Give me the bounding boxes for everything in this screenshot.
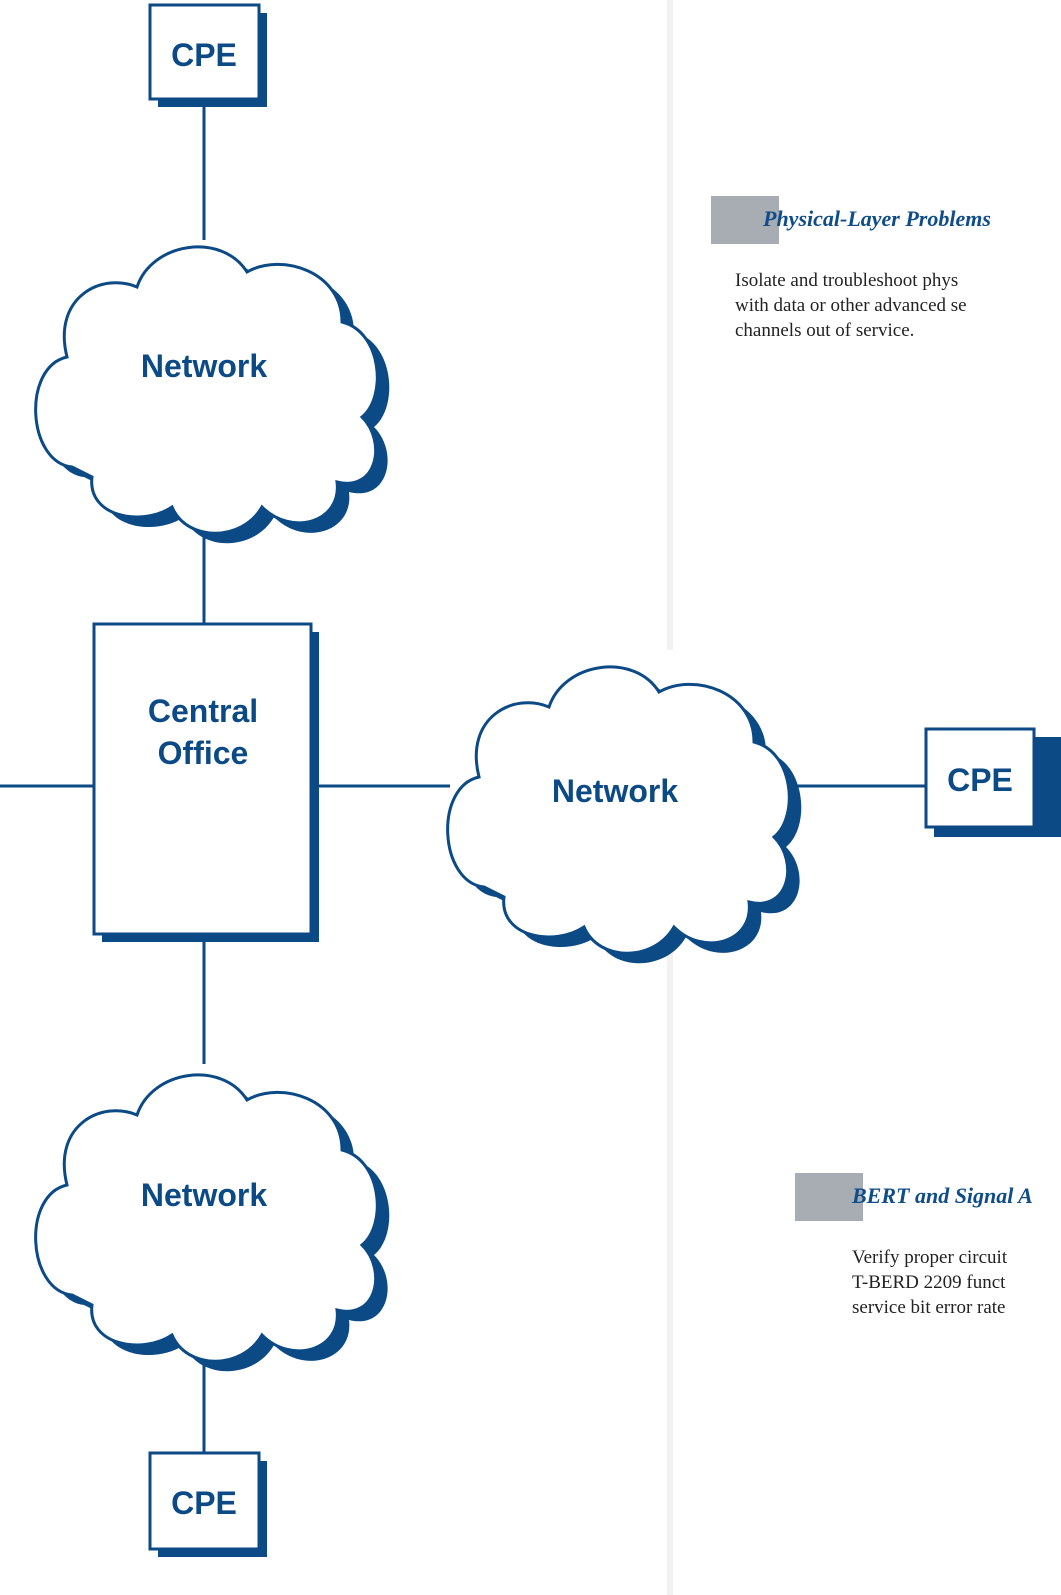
cpe-top-label: CPE — [171, 37, 237, 73]
cpe-right-label: CPE — [947, 762, 1013, 798]
network-right-cloud: Network — [446, 665, 802, 964]
cpe-top-node: CPE — [148, 3, 267, 107]
section-body-bert: Verify proper circuit T-BERD 2209 funct … — [852, 1245, 1061, 1320]
body-line: with data or other advanced se — [735, 295, 967, 316]
heading-tab — [795, 1173, 863, 1221]
heading-tab — [711, 196, 779, 244]
central-office-label-line1: Central — [148, 693, 258, 729]
body-line: T-BERD 2209 funct — [852, 1272, 1006, 1293]
section-heading-bert: BERT and Signal A — [795, 1173, 1061, 1221]
cpe-right-node: CPE — [924, 727, 1061, 837]
connection-lines — [0, 104, 928, 1455]
body-line: service bit error rate — [852, 1297, 1006, 1318]
network-bottom-cloud: Network — [34, 1073, 390, 1372]
body-line: Isolate and troubleshoot phys — [735, 270, 959, 291]
cpe-bottom-node: CPE — [148, 1451, 267, 1557]
body-line: channels out of service. — [735, 320, 915, 341]
section-heading-text: BERT and Signal A — [852, 1183, 1033, 1208]
network-top-label: Network — [141, 348, 267, 384]
page-gutter-top — [667, 0, 673, 650]
page-gutter-bottom — [667, 935, 673, 1595]
section-heading-text: Physical-Layer Problems — [763, 206, 991, 231]
central-office-label-line2: Office — [158, 735, 249, 771]
central-office-node: Central Office — [92, 622, 319, 942]
network-bottom-label: Network — [141, 1177, 267, 1213]
cpe-bottom-label: CPE — [171, 1485, 237, 1521]
body-line: Verify proper circuit — [852, 1247, 1008, 1268]
section-heading-physical-layer: Physical-Layer Problems — [711, 196, 1061, 244]
section-body-physical-layer: Isolate and troubleshoot phys with data … — [735, 268, 1061, 343]
network-right-label: Network — [552, 773, 678, 809]
network-top-cloud: Network — [34, 245, 390, 544]
